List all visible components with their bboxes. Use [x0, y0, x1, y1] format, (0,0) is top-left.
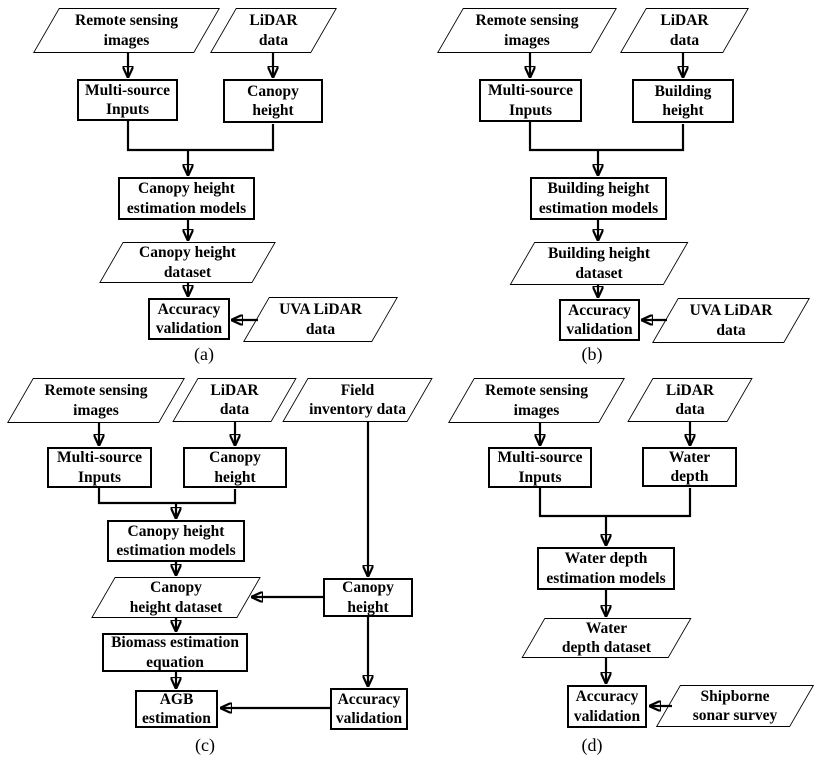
node-c-dataset: Canopy height dataset: [90, 577, 262, 618]
node-label: Accuracy validation: [335, 690, 403, 727]
node-d-estimation-models: Water depth estimation models: [537, 547, 675, 590]
node-c-field-inventory-data: Field inventory data: [282, 378, 433, 422]
node-label: Canopy height: [342, 579, 394, 616]
node-c-canopy-height: Canopy height: [183, 447, 287, 488]
node-label: Remote sensing images: [475, 12, 579, 49]
node-label: Multi-source Inputs: [57, 449, 142, 486]
node-c-biomass-equation: Biomass estimation equation: [102, 633, 248, 672]
panel-d-caption: (d): [581, 735, 603, 755]
node-label: UVA LiDAR data: [689, 302, 773, 339]
node-b-dataset: Building height dataset: [509, 242, 689, 285]
node-label: Remote sensing images: [44, 382, 148, 419]
node-label: Multi-source Inputs: [85, 81, 170, 118]
node-label: AGB estimation: [142, 690, 211, 727]
node-c-multi-source-inputs: Multi-source Inputs: [47, 447, 152, 488]
node-c-agb-estimation: AGB estimation: [135, 690, 218, 728]
node-a-remote-sensing-images: Remote sensing images: [33, 8, 220, 53]
node-d-accuracy-validation: Accuracy validation: [567, 685, 647, 728]
node-b-estimation-models: Building height estimation models: [530, 177, 667, 220]
panel-c-caption: (c): [195, 735, 215, 755]
node-a-lidar-data: LiDAR data: [210, 8, 337, 53]
node-label: LiDAR data: [210, 381, 259, 418]
node-label: Canopy height dataset: [129, 579, 223, 616]
node-label: Building height estimation models: [538, 180, 659, 217]
node-d-dataset: Water depth dataset: [520, 618, 693, 658]
node-label: Canopy height dataset: [139, 244, 236, 281]
node-a-accuracy-validation: Accuracy validation: [148, 298, 230, 340]
node-label: Remote sensing images: [75, 12, 178, 49]
node-label: Building height dataset: [547, 245, 651, 282]
node-c-remote-sensing-images: Remote sensing images: [7, 378, 185, 423]
node-label: LiDAR data: [660, 12, 709, 49]
node-a-dataset: Canopy height dataset: [98, 242, 277, 283]
node-d-multi-source-inputs: Multi-source Inputs: [488, 447, 592, 488]
node-b-accuracy-validation: Accuracy validation: [559, 299, 640, 341]
node-b-multi-source-inputs: Multi-source Inputs: [479, 79, 582, 122]
panel-a-caption: (a): [194, 344, 214, 364]
node-d-water-depth: Water depth: [642, 447, 737, 487]
node-a-canopy-height: Canopy height: [223, 79, 323, 123]
node-label: Water depth: [668, 448, 711, 485]
node-b-lidar-data: LiDAR data: [620, 8, 749, 53]
node-label: Accuracy validation: [155, 300, 223, 337]
node-label: Canopy height estimation models: [116, 522, 236, 559]
node-label: Shipborne sonar survey: [692, 687, 778, 724]
node-label: Multi-source Inputs: [488, 82, 573, 119]
node-d-lidar-data: LiDAR data: [627, 378, 753, 422]
node-label: LiDAR data: [665, 381, 715, 418]
panel-b-caption: (b): [581, 344, 603, 364]
node-label: Accuracy validation: [573, 688, 641, 725]
node-c-estimation-models: Canopy height estimation models: [107, 520, 245, 562]
node-label: Multi-source Inputs: [497, 449, 583, 486]
node-label: Biomass estimation equation: [111, 634, 239, 671]
node-a-multi-source-inputs: Multi-source Inputs: [77, 79, 178, 121]
node-label: Water depth estimation models: [546, 550, 666, 587]
node-label: UVA LiDAR data: [279, 301, 362, 338]
node-b-building-height: Building height: [632, 79, 734, 123]
node-d-remote-sensing-images: Remote sensing images: [448, 378, 625, 423]
node-b-uva-lidar-data: UVA LiDAR data: [652, 298, 810, 343]
node-label: Canopy height: [209, 449, 261, 486]
node-c-lidar-data: LiDAR data: [172, 378, 297, 422]
node-a-uva-lidar-data: UVA LiDAR data: [243, 297, 398, 342]
node-label: Field inventory data: [309, 381, 406, 418]
node-label: Building height: [654, 82, 712, 119]
node-d-shipborne-sonar-survey: Shipborne sonar survey: [655, 685, 815, 727]
node-label: Canopy height: [247, 82, 299, 119]
node-c-accuracy-validation: Accuracy validation: [330, 688, 408, 730]
node-label: Accuracy validation: [566, 301, 633, 338]
node-label: Remote sensing images: [485, 382, 588, 419]
node-c-canopy-height-field: Canopy height: [323, 578, 413, 617]
node-b-remote-sensing-images: Remote sensing images: [437, 8, 617, 53]
node-a-estimation-models: Canopy height estimation models: [118, 177, 255, 220]
node-label: Water depth dataset: [561, 619, 652, 656]
node-label: Canopy height estimation models: [126, 180, 247, 217]
node-label: LiDAR data: [249, 12, 298, 49]
